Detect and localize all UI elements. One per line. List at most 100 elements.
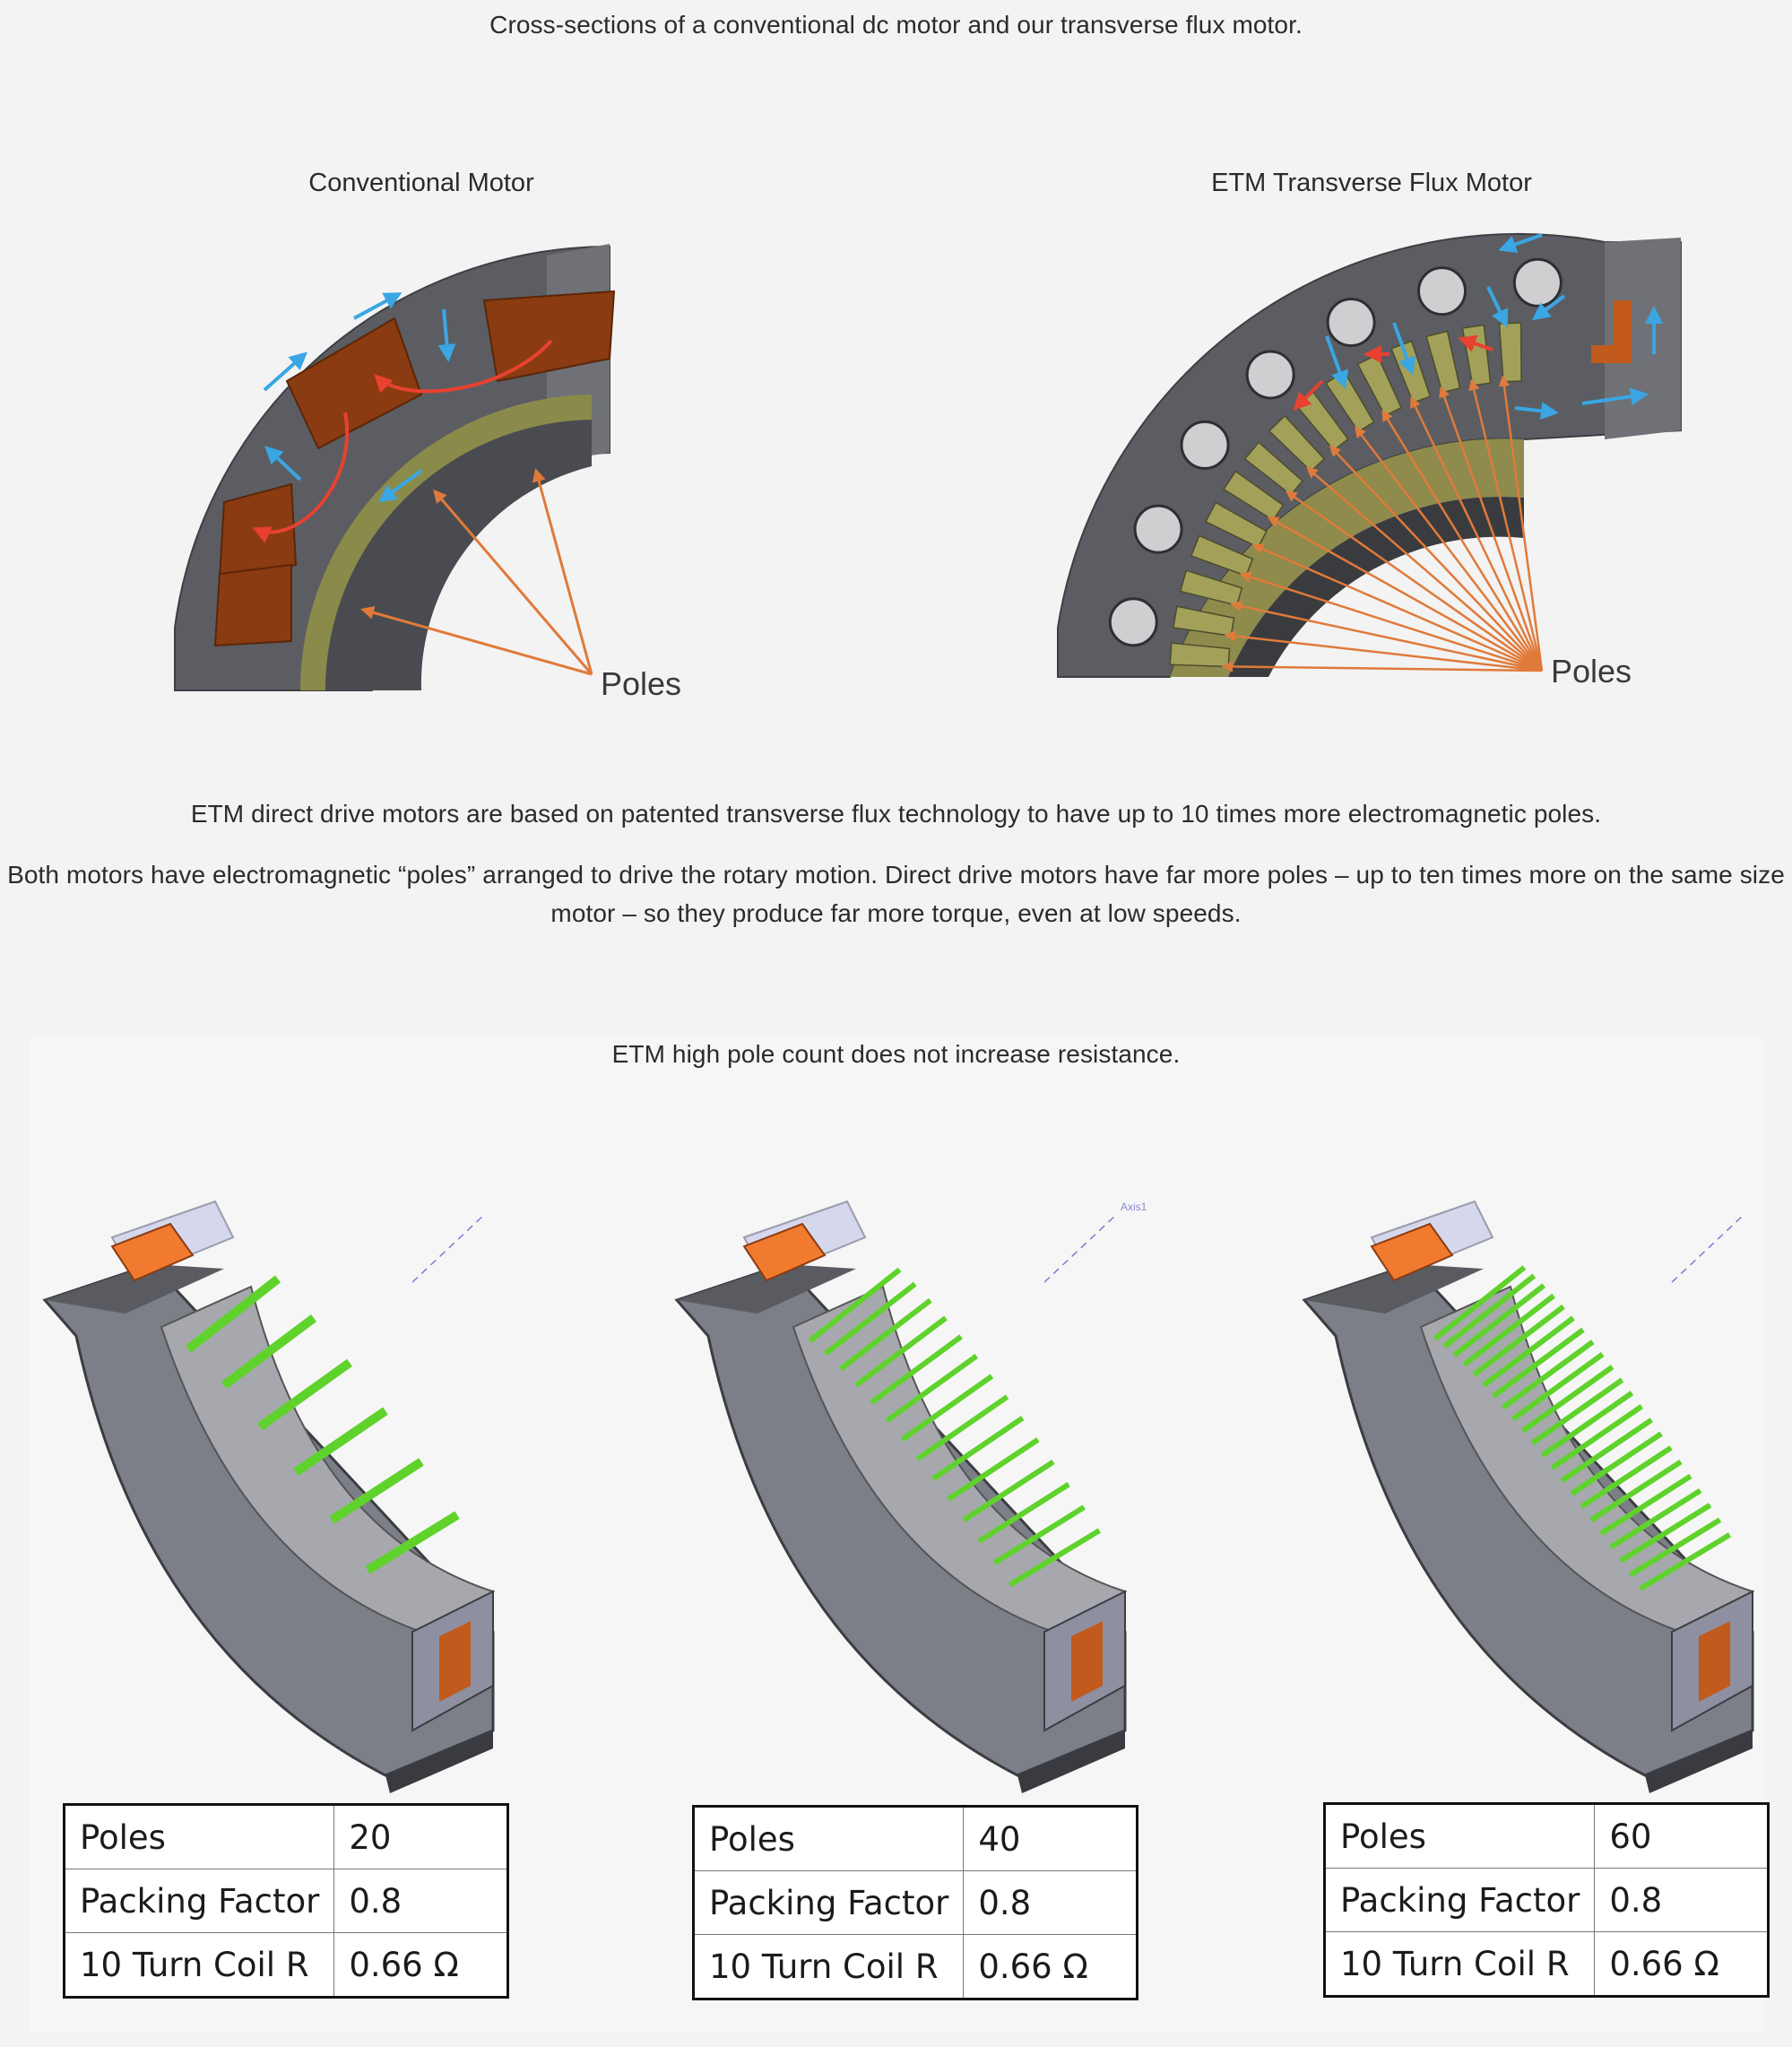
pole-tooth <box>1540 1391 1634 1458</box>
etm-motor-title: ETM Transverse Flux Motor <box>1211 169 1532 197</box>
stator-bottom-edge <box>385 1730 493 1793</box>
pole-pointer <box>1239 571 1543 672</box>
stator-top-face <box>45 1264 224 1314</box>
coil-slot <box>1180 420 1230 470</box>
coil-slot <box>1417 266 1467 317</box>
table-cell-value: 40 <box>963 1806 1138 1871</box>
pole-tooth <box>1452 1283 1546 1357</box>
pole-tooth <box>1530 1377 1624 1445</box>
coil-block <box>742 1222 827 1282</box>
coil-block <box>110 1222 195 1282</box>
comparison-paragraph-line2: motor – so they produce far more torque,… <box>550 899 1242 927</box>
pole-tooth <box>962 1459 1055 1522</box>
pole-pointer <box>1329 445 1543 672</box>
table-cell-value: 0.66 Ω <box>1594 1931 1770 1997</box>
motor-segment-model: Axis1 <box>674 1200 1147 1793</box>
pole-tooth <box>1472 1304 1565 1377</box>
pole-tooth <box>931 1416 1025 1481</box>
pole-tooth <box>1580 1445 1673 1510</box>
conventional-rotor-ring <box>300 395 592 690</box>
axis-line <box>1043 1214 1117 1283</box>
pole-tooth <box>1550 1404 1644 1470</box>
pole-pointer <box>1267 516 1543 672</box>
coil-slot <box>1108 597 1158 647</box>
table-cell-value: 0.8 <box>963 1870 1138 1935</box>
pole-tooth <box>900 1374 994 1442</box>
pole-pointer <box>1251 543 1543 672</box>
pole-tooth <box>1619 1503 1712 1564</box>
pole-tooth <box>221 1314 316 1389</box>
pole-segment <box>1222 470 1285 522</box>
etm-pole-statement: ETM direct drive motors are based on pat… <box>190 800 1602 828</box>
conventional-poles-label: Poles <box>601 665 682 702</box>
pole-pointer <box>1230 600 1543 672</box>
pole-tooth <box>808 1267 902 1343</box>
pole-tooth <box>1511 1351 1605 1422</box>
top-caption: Cross-sections of a conventional dc moto… <box>489 11 1303 39</box>
pole-tooth <box>1629 1517 1722 1577</box>
axis-line <box>411 1214 485 1283</box>
coil-side <box>439 1621 471 1702</box>
pole-segment <box>1425 330 1461 394</box>
pole-segment <box>1243 441 1303 496</box>
pole-tooth <box>839 1297 932 1372</box>
pole-segment <box>1169 642 1231 668</box>
pole-segment <box>1204 501 1268 549</box>
stator-bottom-edge <box>1017 1730 1125 1793</box>
table-cell-value: 0.8 <box>1594 1868 1770 1932</box>
pole-tooth <box>992 1505 1086 1566</box>
pole-tooth <box>947 1437 1040 1502</box>
pole-tooth <box>1482 1315 1575 1388</box>
pole-tooth <box>1008 1528 1101 1588</box>
etm-pole-pointers <box>1221 375 1544 672</box>
coil-side <box>1071 1621 1103 1702</box>
coil-slot <box>1133 504 1183 554</box>
pole-tooth <box>977 1481 1070 1544</box>
coil-mid <box>285 317 423 450</box>
pole-pointer <box>1285 490 1543 672</box>
pole-tooth <box>1609 1488 1702 1550</box>
table-cell-key: 10 Turn Coil R <box>692 1934 965 1999</box>
table-cell-key: 10 Turn Coil R <box>63 1932 335 1998</box>
pole-tooth <box>823 1281 917 1357</box>
pole-tooth <box>1570 1431 1663 1496</box>
pole-segment <box>1190 534 1254 577</box>
table-cell-key: Packing Factor <box>1323 1868 1596 1932</box>
pole-tooth <box>185 1275 281 1353</box>
pole-tooth <box>1589 1459 1683 1522</box>
table-cell-key: 10 Turn Coil R <box>1323 1931 1596 1997</box>
resistance-caption: ETM high pole count does not increase re… <box>611 1040 1181 1068</box>
etm-poles-label: Poles <box>1551 653 1632 690</box>
pole-tooth <box>1442 1273 1537 1349</box>
pole-tooth <box>1433 1265 1527 1341</box>
pole-pointer <box>1221 661 1543 672</box>
pole-tooth <box>1638 1532 1732 1592</box>
pole-tooth <box>1462 1293 1556 1367</box>
pole-pointer <box>1468 378 1544 672</box>
pole-pointer <box>1355 426 1543 672</box>
table-cell-key: Poles <box>692 1806 965 1871</box>
pole-tooth <box>1599 1473 1692 1536</box>
pole-pointer <box>1410 396 1544 672</box>
coil-block <box>1370 1222 1454 1282</box>
pole-tooth <box>854 1315 948 1388</box>
pole-segment <box>1498 322 1522 383</box>
comparison-paragraph-line1: Both motors have electromagnetic “poles”… <box>7 861 1785 889</box>
axis-line <box>1671 1214 1744 1283</box>
motor-segment-model <box>1302 1200 1755 1793</box>
pole-pointer <box>1224 630 1543 672</box>
pole-tooth <box>1502 1340 1595 1410</box>
stator-top-face <box>677 1264 856 1314</box>
pole-tooth <box>1560 1418 1653 1483</box>
